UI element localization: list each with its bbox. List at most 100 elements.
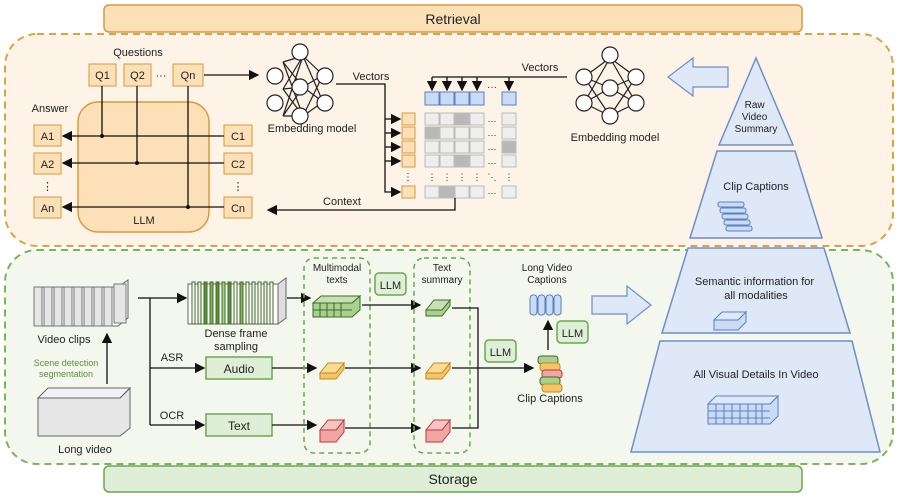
question-box-q2: Q2: [123, 63, 152, 87]
pyramid-l3-line-2: all modalities: [724, 290, 788, 302]
long-video-icon: [36, 386, 132, 437]
pyramid-semantic-icon: [712, 310, 748, 331]
ocr-label: OCR: [160, 410, 185, 422]
video-clips-icon: [33, 279, 129, 327]
pyramid-l1-line-3: Summary: [735, 124, 778, 135]
summary-red-block: [424, 418, 452, 443]
audio-box: Audio: [205, 356, 273, 380]
text-line: Long Video: [522, 263, 573, 274]
text-line: sampling: [214, 341, 258, 353]
storage-title-bar: [103, 465, 803, 493]
question-box-q1: Q1: [88, 63, 117, 87]
answer-vdots: ⋮: [42, 181, 53, 193]
answer-a1: A1: [41, 131, 54, 143]
questions-label: Questions: [113, 47, 163, 59]
hollow-arrow-icon-bottom: [591, 284, 652, 326]
pyramid-l3-line-1: Semantic information for: [695, 276, 815, 288]
question-q2: Q2: [130, 70, 145, 82]
audio-label: Audio: [224, 362, 255, 376]
text-line: Scene detection: [34, 358, 99, 368]
svg-text:⋮: ⋮: [428, 172, 437, 182]
question-box-qn: Qn: [172, 63, 204, 87]
answer-an: An: [41, 203, 54, 215]
pyramid-level-2-label: Clip Captions: [723, 181, 789, 193]
retrieval-region: [4, 33, 894, 247]
storage-title: Storage: [428, 471, 477, 487]
vectors-left: Vectors: [353, 71, 390, 83]
llm-label-1: LLM: [380, 280, 401, 292]
long-video-label: Long video: [58, 444, 112, 456]
llm-label-3: LLM: [562, 328, 583, 340]
svg-text:···: ···: [488, 144, 497, 154]
pyramid-l1-line-2: Video: [742, 112, 768, 123]
svg-text:⋮: ⋮: [505, 172, 514, 182]
pyramid-visual-details-icon: [706, 394, 780, 425]
text-summary-group: [413, 257, 471, 454]
caption-cn: Cn: [231, 203, 245, 215]
svg-text:⋮: ⋮: [458, 172, 467, 182]
llm-label: LLM: [133, 215, 154, 227]
embedding-model-left: Embedding model: [268, 123, 357, 135]
multimodal-green-block: [311, 294, 362, 318]
text-line: Dense frame: [205, 328, 268, 340]
multimodal-red-block: [318, 418, 346, 443]
retrieval-title-bar: [103, 4, 803, 33]
text-line: segmentation: [39, 369, 93, 379]
svg-text:···: ···: [487, 82, 497, 93]
pyramid-level-1-label: Raw Video Summary: [735, 100, 778, 135]
caption-box-c2: C2: [223, 152, 253, 175]
llm-box-storage-2: LLM: [484, 339, 517, 363]
clip-captions-label: Clip Captions: [517, 393, 583, 405]
svg-text:⋮: ⋮: [473, 172, 482, 182]
llm-box: [77, 101, 210, 233]
pyramid-level-3: [660, 247, 852, 334]
clip-captions-icon: [537, 355, 563, 393]
similarity-matrix: ⋮ ··· ··· ··· ··· ··· ··· ⋮ ⋮ ⋮ ⋮ ⋱ ⋮: [401, 82, 517, 199]
hollow-arrow-icon-top: [667, 56, 729, 98]
svg-text:⋮: ⋮: [403, 172, 413, 183]
video-clips-label: Video clips: [38, 334, 91, 346]
pyramid-l1-line-1: Raw: [745, 100, 766, 111]
question-qn: Qn: [181, 70, 196, 82]
llm-label-2: LLM: [490, 347, 511, 359]
answer-box-a1: A1: [33, 124, 62, 147]
question-q1: Q1: [95, 70, 110, 82]
answer-box-an: An: [33, 196, 62, 219]
text-label: Text: [228, 419, 251, 433]
answer-box-a2: A2: [33, 152, 62, 175]
caption-vdots: ⋮: [233, 181, 244, 193]
svg-text:···: ···: [488, 116, 497, 126]
vectors-right: Vectors: [522, 62, 559, 74]
llm-box-storage-3: LLM: [556, 320, 589, 344]
summary-green-block: [424, 298, 452, 317]
pyramid-level-1: [717, 56, 795, 146]
pyramid-level-4-label: All Visual Details In Video: [694, 369, 819, 381]
answer-a2: A2: [41, 159, 54, 171]
svg-text:···: ···: [488, 130, 497, 140]
text-line: Captions: [527, 275, 566, 286]
answer-label: Answer: [32, 103, 69, 115]
retrieval-title: Retrieval: [425, 11, 480, 27]
pyramid-level-3-label: Semantic information for all modalities: [695, 276, 817, 302]
questions-dots: ···: [156, 70, 167, 82]
text-box: Text: [205, 413, 273, 437]
asr-label: ASR: [161, 352, 184, 364]
svg-text:···: ···: [488, 158, 497, 168]
multimodal-group: [303, 257, 371, 454]
text-line: summary: [421, 275, 462, 286]
summary-orange-block: [424, 361, 452, 380]
long-video-captions-icon: [529, 294, 562, 316]
embedding-model-right: Embedding model: [571, 132, 660, 144]
multimodal-orange-block: [318, 361, 346, 380]
text-line: texts: [326, 275, 347, 286]
neural-network-icon-left: [266, 43, 334, 125]
svg-text:⋱: ⋱: [488, 172, 497, 182]
neural-network-icon-right: [575, 46, 645, 125]
dense-frames-icon: [187, 277, 287, 325]
pyramid-clip-captions-icon: [717, 201, 753, 232]
